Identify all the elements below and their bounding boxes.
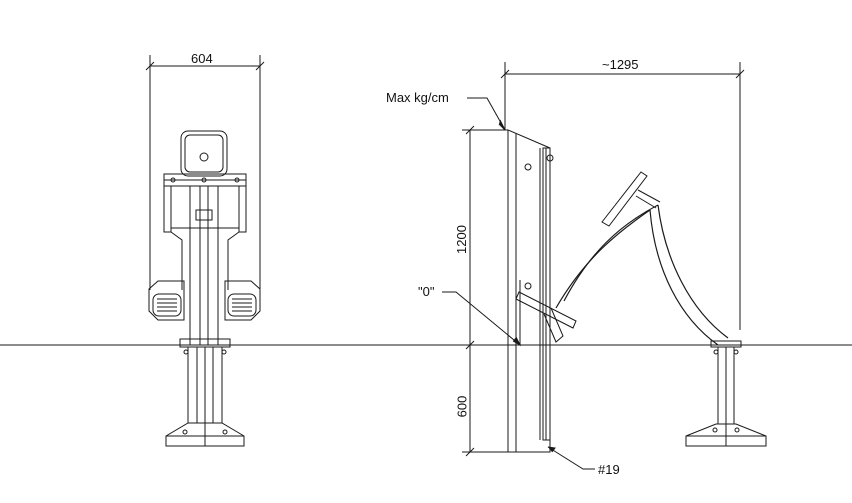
dim-label-600: 600 [454,395,470,418]
handlebar [601,171,648,227]
right-frame [238,185,247,233]
center-column [189,185,219,346]
swing-arm [563,204,659,302]
side-view [442,62,767,470]
front-view [145,55,265,447]
side-seat [515,291,577,329]
dim-label-604: 604 [191,51,213,66]
headrest [180,130,228,177]
leader-part [547,446,595,470]
leader-max [467,97,506,131]
dim-label-1295: ~1295 [602,57,639,72]
leader-zero [442,291,521,346]
side-column [507,129,551,453]
dim-label-1200: 1200 [453,225,469,254]
right-pedal [224,280,261,321]
left-pedal [148,280,185,321]
front-base-plate [179,338,231,348]
callout-max-load: Max kg/cm [386,90,449,105]
left-frame [163,185,172,233]
callout-zero: "0" [418,284,435,299]
rear-base-plate [710,340,742,348]
callout-part-number: #19 [598,462,620,477]
